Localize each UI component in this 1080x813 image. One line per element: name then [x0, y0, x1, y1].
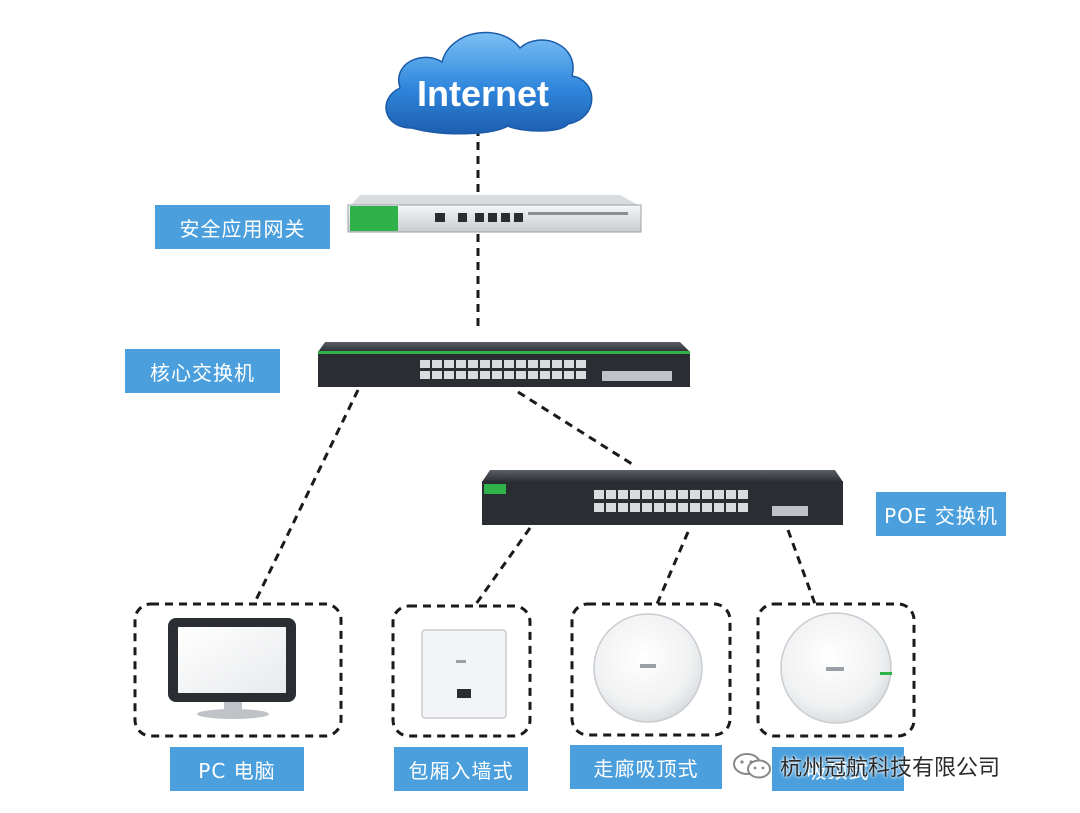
ceiling-ap-icon	[780, 612, 892, 724]
core-switch-ports	[420, 360, 586, 379]
switch-port	[504, 371, 514, 379]
link-poe-wall-ap	[474, 527, 532, 605]
switch-port	[726, 503, 736, 512]
label-poe-switch: POE 交换机	[876, 492, 1006, 536]
switch-port	[480, 371, 490, 379]
switch-port	[678, 490, 688, 499]
poe-switch-ports	[594, 490, 748, 512]
device-frames	[133, 602, 916, 738]
label-corridor-ap: 走廊吸顶式	[570, 745, 722, 789]
switch-port	[564, 360, 574, 368]
switch-port	[420, 360, 430, 368]
switch-port	[552, 371, 562, 379]
poe-switch-device	[482, 470, 843, 525]
switch-port	[666, 490, 676, 499]
switch-port	[654, 503, 664, 512]
switch-port	[540, 371, 550, 379]
switch-port	[432, 360, 442, 368]
link-core-poe	[517, 390, 633, 466]
switch-port	[666, 503, 676, 512]
corridor-ap-frame	[570, 602, 732, 737]
security-gateway-device	[347, 195, 642, 233]
switch-port	[618, 503, 628, 512]
switch-port	[738, 490, 748, 499]
switch-port	[456, 360, 466, 368]
switch-port	[606, 503, 616, 512]
switch-port	[726, 490, 736, 499]
watermark: 杭州冠航科技有限公司	[732, 748, 1000, 784]
switch-port	[528, 371, 538, 379]
label-wall-ap: 包厢入墙式	[394, 747, 528, 791]
internet-label: Internet	[417, 73, 549, 114]
switch-port	[690, 503, 700, 512]
switch-port	[678, 503, 688, 512]
switch-port	[618, 490, 628, 499]
wechat-icon	[733, 753, 771, 779]
corridor-ap-icon	[593, 613, 703, 723]
switch-port	[516, 360, 526, 368]
switch-port	[576, 371, 586, 379]
switch-port	[516, 371, 526, 379]
pc-frame	[133, 602, 343, 738]
internet-cloud: Internet	[385, 31, 593, 135]
switch-port	[594, 503, 604, 512]
switch-port	[540, 360, 550, 368]
pc-monitor-icon	[168, 618, 296, 719]
switch-port	[630, 503, 640, 512]
label-pc: PC 电脑	[170, 747, 304, 791]
switch-port	[576, 360, 586, 368]
switch-port	[642, 503, 652, 512]
switch-port	[444, 371, 454, 379]
switch-port	[420, 371, 430, 379]
core-switch-device	[318, 342, 690, 387]
switch-port	[456, 371, 466, 379]
link-poe-ceiling-ap	[786, 529, 817, 605]
switch-port	[738, 503, 748, 512]
switch-port	[594, 490, 604, 499]
switch-port	[654, 490, 664, 499]
switch-port	[528, 360, 538, 368]
switch-port	[642, 490, 652, 499]
ceiling-ap-frame	[756, 602, 916, 738]
switch-port	[492, 360, 502, 368]
label-ceiling-ap: 吸顶式	[772, 747, 904, 791]
watermark-text: 杭州冠航科技有限公司	[780, 756, 1001, 781]
switch-port	[564, 371, 574, 379]
switch-port	[432, 371, 442, 379]
switch-port	[630, 490, 640, 499]
link-poe-corridor-ap	[655, 531, 690, 605]
switch-port	[444, 360, 454, 368]
switch-port	[468, 360, 478, 368]
link-core-pc	[253, 389, 360, 603]
switch-port	[480, 360, 490, 368]
switch-port	[714, 490, 724, 499]
switch-port	[702, 503, 712, 512]
label-core-switch: 核心交换机	[125, 349, 280, 393]
wall-ap-icon	[421, 629, 507, 719]
switch-port	[468, 371, 478, 379]
switch-port	[702, 490, 712, 499]
gateway-ports	[435, 213, 523, 222]
switch-port	[714, 503, 724, 512]
switch-port	[492, 371, 502, 379]
switch-port	[504, 360, 514, 368]
switch-port	[690, 490, 700, 499]
label-gateway: 安全应用网关	[155, 205, 330, 249]
switch-port	[552, 360, 562, 368]
switch-port	[606, 490, 616, 499]
connector-lines	[253, 128, 817, 605]
